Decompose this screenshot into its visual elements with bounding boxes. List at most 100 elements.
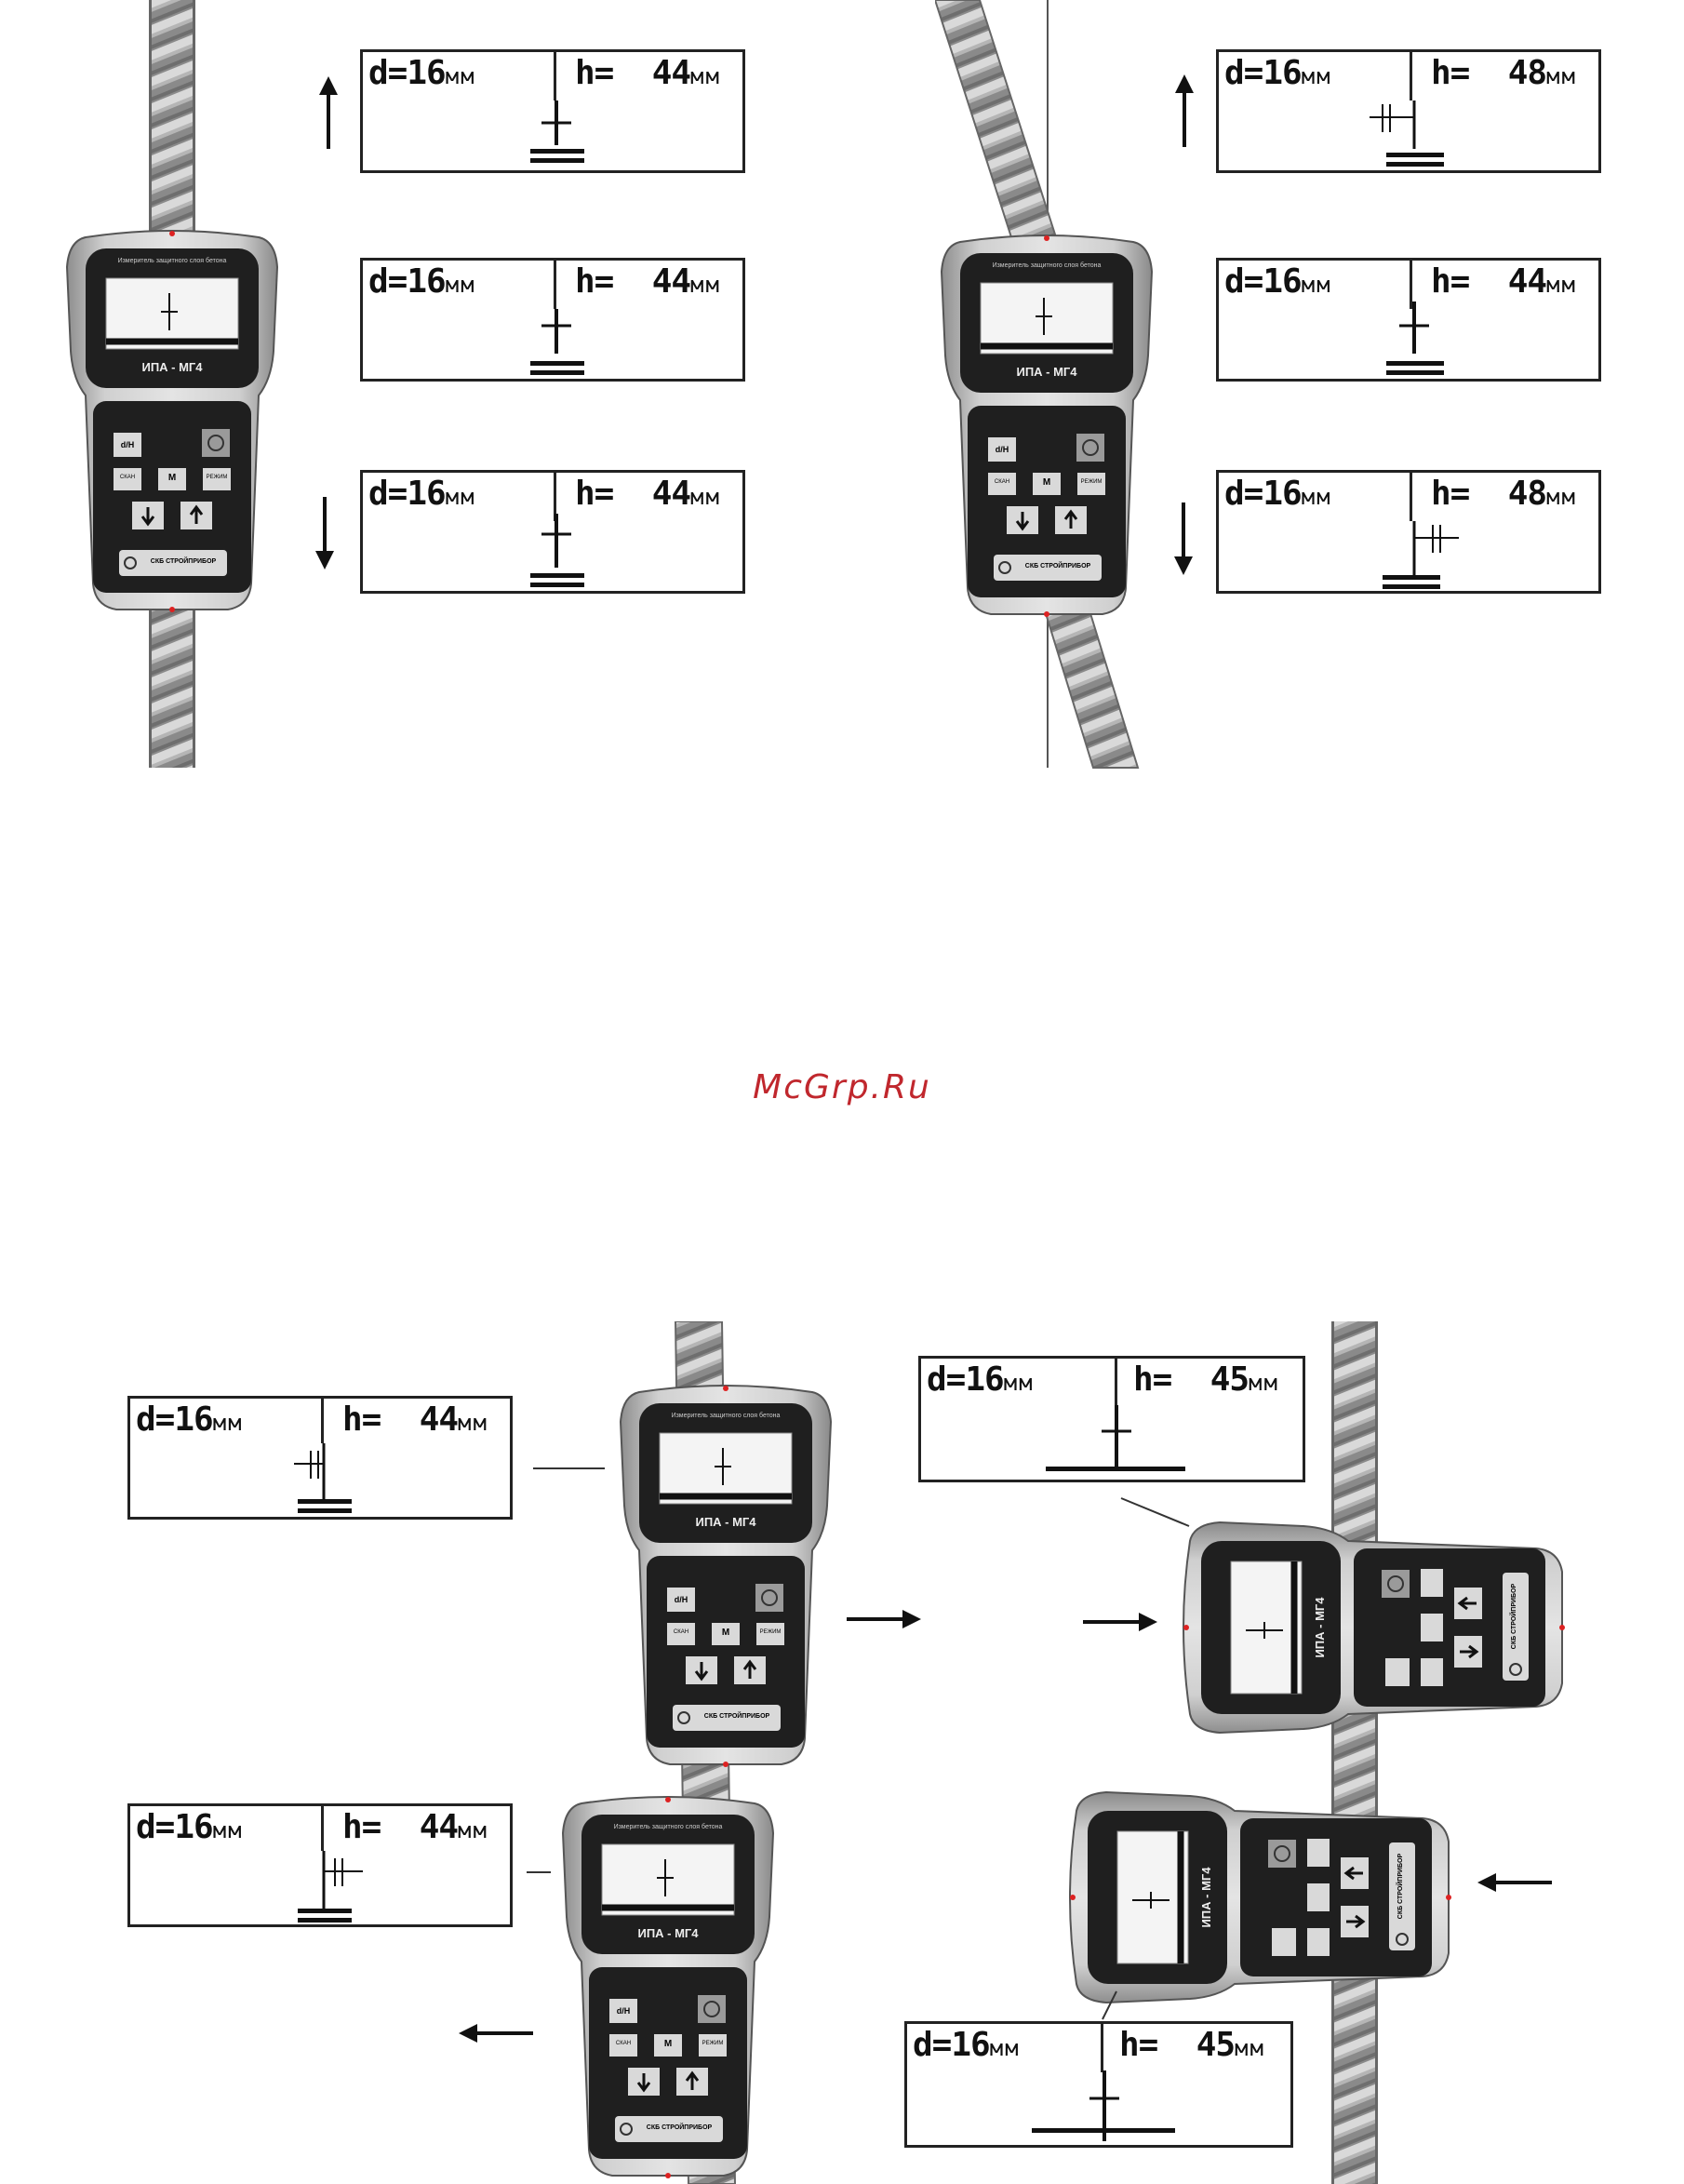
lcd-panel-5: d=16мм h= 44мм: [1216, 258, 1601, 382]
scan-key[interactable]: СКАН: [994, 479, 1010, 485]
device-header-label: Измеритель защитного слоя бетона: [992, 262, 1102, 269]
rebar-bottom-right: [1331, 1321, 1378, 2184]
lcd-panel-8: d=16мм h= 45мм: [918, 1356, 1305, 1482]
d-value: d=16: [136, 1808, 214, 1846]
h-value: h= 44: [342, 1808, 459, 1846]
d-value: d=16: [368, 54, 447, 92]
device-header-label: Измеритель защитного слоя бетона: [117, 258, 227, 264]
brand-label: СКБ СТРОЙПРИБОР: [646, 2124, 713, 2131]
h-value: h= 44: [575, 475, 691, 513]
scan-key[interactable]: СКАН: [119, 475, 136, 480]
arrow-left-icon: [1477, 1873, 1552, 1892]
rebar-indicator: [1386, 301, 1444, 375]
d-unit: мм: [1301, 484, 1332, 510]
rebar-indicator: [530, 514, 584, 587]
rebar-top-right-upper: [935, 0, 1056, 238]
h-unit: мм: [1546, 484, 1577, 510]
device-header-label: Измеритель защитного слоя бетона: [671, 1413, 781, 1419]
brand-label: СКБ СТРОЙПРИБОР: [703, 1713, 770, 1720]
rebar-offset-indicator: [294, 1443, 352, 1513]
dh-key[interactable]: d/H: [995, 445, 1009, 454]
rebar-top-right-lower: [1037, 586, 1140, 769]
rebar-offset-indicator: [1383, 521, 1459, 589]
h-unit: мм: [690, 484, 721, 510]
h-value: h= 48: [1431, 54, 1547, 92]
arrow-left-icon: [459, 2024, 533, 2043]
lcd-panel-2: d=16мм h= 44мм: [360, 258, 745, 382]
rebar-indicator: [1046, 1405, 1185, 1471]
lcd-panel-6: d=16мм h= 48мм: [1216, 470, 1601, 594]
h-unit: мм: [690, 272, 721, 298]
d-unit: мм: [1301, 63, 1332, 89]
lcd-panel-1: d=16мм h= 44мм: [360, 49, 745, 173]
device-model-label: ИПА - МГ4: [1016, 365, 1077, 379]
mode-key[interactable]: РЕЖИМ: [702, 2041, 724, 2046]
scan-key[interactable]: СКАН: [673, 1629, 689, 1635]
rebar-offset-indicator: [1370, 100, 1444, 167]
h-value: h= 44: [575, 54, 691, 92]
d-unit: мм: [1301, 272, 1332, 298]
rebar-offset-indicator: [298, 1851, 363, 1923]
arrow-right-icon: [1083, 1613, 1157, 1631]
arrow-up-icon: [319, 76, 338, 149]
d-value: d=16: [368, 475, 447, 513]
lcd-panel-10: d=16мм h= 45мм: [904, 2021, 1293, 2148]
arrow-up-icon: [1175, 74, 1194, 147]
m-key[interactable]: М: [663, 2039, 673, 2049]
rebar-indicator: [530, 100, 584, 163]
h-value: h= 44: [1431, 262, 1547, 301]
m-key[interactable]: М: [721, 1628, 730, 1638]
h-unit: мм: [458, 1817, 488, 1843]
device-rotated-upper: ИПА - МГ4 СКБ СТРОЙПРИБОР: [1183, 1521, 1566, 1735]
arrow-down-icon: [315, 497, 334, 569]
d-value: d=16: [1224, 54, 1303, 92]
d-unit: мм: [212, 1410, 244, 1436]
mode-key[interactable]: РЕЖИМ: [1080, 479, 1103, 485]
h-value: h= 45: [1119, 2026, 1236, 2064]
device-rotated-lower: ИПА - МГ4 СКБ СТРОЙПРИБОР: [1069, 1790, 1452, 2004]
d-value: d=16: [927, 1360, 1005, 1399]
d-value: d=16: [368, 262, 447, 301]
device-model-label: ИПА - МГ4: [141, 360, 203, 374]
dh-key[interactable]: d/H: [674, 1595, 688, 1604]
h-unit: мм: [1235, 2035, 1265, 2061]
watermark-text: McGrp.Ru: [753, 1068, 931, 1106]
dh-key[interactable]: d/H: [120, 440, 135, 449]
m-key[interactable]: М: [1042, 477, 1051, 488]
brand-label: СКБ СТРОЙПРИБОР: [150, 558, 217, 565]
dh-key[interactable]: d/H: [616, 2006, 631, 2016]
h-value: h= 44: [575, 262, 691, 301]
d-unit: мм: [989, 2035, 1021, 2061]
device-bottom-upper: Измеритель защитного слоя бетона ИПА - М…: [619, 1385, 833, 1768]
d-unit: мм: [1003, 1370, 1035, 1396]
h-value: h= 44: [342, 1400, 459, 1439]
d-unit: мм: [445, 484, 476, 510]
h-unit: мм: [1546, 63, 1577, 89]
lcd-panel-3: d=16мм h= 44мм: [360, 470, 745, 594]
device-bottom-lower: Измеритель защитного слоя бетона ИПА - М…: [561, 1796, 775, 2179]
rebar-indicator: [1032, 2070, 1175, 2141]
h-value: h= 45: [1133, 1360, 1250, 1399]
scan-key[interactable]: СКАН: [615, 2041, 632, 2046]
d-value: d=16: [1224, 475, 1303, 513]
lcd-panel-7: d=16мм h= 44мм: [127, 1396, 513, 1520]
brand-label: СКБ СТРОЙПРИБОР: [1024, 563, 1091, 569]
mode-key[interactable]: РЕЖИМ: [759, 1629, 782, 1635]
m-key[interactable]: М: [167, 473, 177, 483]
d-unit: мм: [445, 63, 476, 89]
device-top-right: Измеритель защитного слоя бетона ИПА - М…: [940, 234, 1154, 618]
d-unit: мм: [212, 1817, 244, 1843]
lcd-panel-4: d=16мм h= 48мм: [1216, 49, 1601, 173]
device-top-left: Измеритель защитного слоя бетона ИПА - М…: [65, 230, 279, 613]
h-unit: мм: [458, 1410, 488, 1436]
lcd-panel-9: d=16мм h= 44мм: [127, 1803, 513, 1927]
h-value: h= 48: [1431, 475, 1547, 513]
h-unit: мм: [1546, 272, 1577, 298]
d-unit: мм: [445, 272, 476, 298]
h-unit: мм: [1249, 1370, 1279, 1396]
d-value: d=16: [913, 2026, 991, 2064]
d-value: d=16: [1224, 262, 1303, 301]
mode-key[interactable]: РЕЖИМ: [206, 475, 228, 480]
arrow-right-icon: [847, 1610, 921, 1628]
